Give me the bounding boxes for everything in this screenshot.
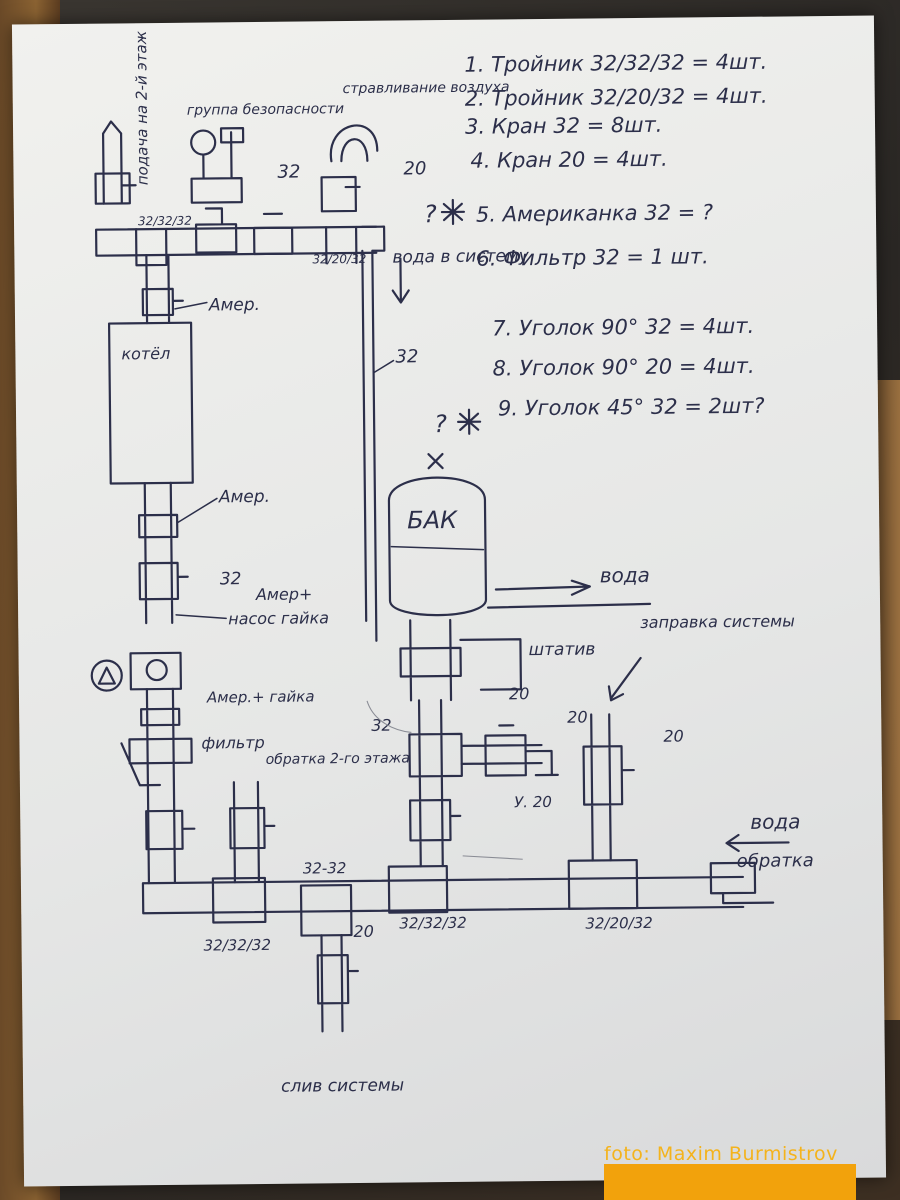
label-dim-32-left: 32	[371, 716, 392, 735]
tee-top-right	[324, 225, 358, 265]
pump-symbol-triangle	[97, 666, 116, 685]
label-amer-nut: Амер+	[255, 584, 313, 604]
tee-bottom-mid	[299, 883, 353, 937]
bottom-header	[141, 875, 745, 915]
list-item-7: 7. Уголок 90° 32 = 4шт.	[492, 314, 754, 341]
label-tee-bottom-right: 32/20/32	[585, 914, 653, 933]
question-mark-1: ?	[424, 200, 437, 228]
fill-pipe	[582, 713, 635, 862]
label-dim-32-top: 32	[277, 162, 300, 183]
label-dim-20-valve: 20	[567, 708, 588, 727]
label-return-2nd: обратка 2-го этажа	[266, 750, 410, 768]
list-item-2: 2. Тройник 32/20/32 = 4шт.	[465, 84, 768, 111]
pump-body	[129, 651, 183, 691]
list-item-5: 5. Американка 32 = ?	[476, 200, 713, 226]
list-item-3: 3. Кран 32 = 8шт.	[465, 113, 663, 139]
valve-20-top	[320, 175, 361, 213]
parts-list: 1. Тройник 32/32/32 = 4шт. 2. Тройник 32…	[424, 50, 768, 439]
tank-bottom-pipe	[408, 698, 463, 868]
label-amer-2: Амер.	[218, 487, 270, 508]
list-item-9: 9. Уголок 45° 32 = 2шт?	[498, 394, 765, 421]
riser-pipe	[360, 225, 386, 642]
arrow-down	[391, 257, 410, 304]
valve-left-bottom	[145, 809, 196, 851]
pencil-guides	[366, 700, 523, 860]
label-amer-nut-2: Амер.+ гайка	[206, 687, 315, 706]
corner-20	[524, 749, 559, 777]
supply-pipe	[101, 120, 123, 205]
tank-connection	[399, 618, 462, 702]
supply-valve	[94, 172, 137, 205]
return-2nd-pipe	[229, 780, 276, 884]
safety-group-body	[190, 127, 245, 204]
leader-amer-2	[176, 497, 218, 524]
tee-top-left	[134, 227, 168, 267]
label-stand: штатив	[528, 639, 595, 660]
list-item-1: 1. Тройник 32/32/32 = 4шт.	[464, 50, 767, 77]
tank-top-valve	[427, 452, 444, 470]
tee-bottom-left	[211, 876, 267, 924]
paper-sheet: 1. Тройник 32/32/32 = 4шт. 2. Тройник 32…	[11, 15, 887, 1187]
label-corner-20: У. 20	[514, 793, 552, 811]
valve-32-top	[252, 212, 294, 256]
asterisk-1	[440, 198, 466, 226]
list-item-8: 8. Уголок 90° 20 = 4шт.	[492, 354, 754, 381]
label-tee-bottom-left: 32/32/32	[204, 936, 272, 955]
label-pump-nut: насос гайка	[228, 608, 329, 628]
label-amer-1: Амер.	[208, 295, 260, 316]
tank	[387, 476, 488, 617]
list-item-6: 6. Фильтр 32 = 1 шт.	[476, 244, 709, 270]
label-water-to-system: вода в систему	[392, 246, 530, 267]
tee-bottom-center	[387, 864, 449, 914]
leader-amer-1	[174, 301, 208, 310]
label-tee-top-left: 32/32/32	[138, 214, 192, 229]
label-drain: слив системы	[281, 1075, 404, 1096]
leader-pump	[175, 614, 227, 620]
watermark-bar	[604, 1164, 856, 1200]
pump-symbol	[90, 659, 123, 692]
leader-32-mid	[372, 359, 395, 374]
tee-bottom-right	[567, 858, 639, 910]
label-return: обратка	[737, 850, 814, 872]
label-tank: БАК	[407, 506, 458, 535]
label-pipe-32-mid: 32	[395, 346, 418, 367]
valve-return-right	[709, 861, 775, 905]
plumbing-sketch: 1. Тройник 32/32/32 = 4шт. 2. Тройник 32…	[90, 30, 814, 1097]
label-air-bleed: стравливание воздуха	[343, 79, 510, 97]
label-filter: фильтр	[201, 733, 264, 753]
pipe-to-boiler	[141, 253, 184, 325]
boiler	[107, 321, 194, 485]
return-arrow	[725, 833, 790, 853]
watermark-text: foto: Maxim Burmistrov	[604, 1143, 838, 1165]
pressure-gauge	[190, 129, 217, 156]
air-bleed-coil	[329, 124, 379, 163]
label-water-return: вода	[750, 809, 800, 834]
tank-divider	[390, 545, 485, 551]
label-tee-32-32: 32-32	[303, 859, 347, 877]
filter-body	[120, 737, 193, 787]
safety-valve-32	[194, 207, 238, 254]
label-dim-20-top: 20	[403, 158, 426, 179]
label-dim-32-pump: 32	[220, 569, 242, 589]
pipe-below-boiler	[137, 481, 189, 625]
asterisk-2	[457, 408, 482, 435]
label-tee-bottom-mid: 32/32/32	[399, 914, 467, 933]
label-dim-20-drain: 20	[353, 922, 374, 941]
side-valve	[460, 724, 543, 777]
water-out-pipe	[486, 579, 652, 609]
stand	[459, 638, 523, 691]
list-item-4: 4. Кран 20 = 4шт.	[470, 147, 668, 173]
question-mark-2: ?	[434, 410, 447, 438]
label-system-fill: заправка системы	[640, 611, 795, 632]
label-supply-floor: подача на 2-й этаж	[132, 30, 152, 185]
pump-circle	[145, 658, 168, 682]
label-safety-group: группа безопасности	[187, 101, 344, 119]
label-dim-20-fill: 20	[663, 727, 684, 746]
drain-pipe	[316, 934, 359, 1033]
label-boiler: котёл	[121, 344, 170, 364]
fill-arrow	[607, 656, 642, 702]
label-dim-20-stand: 20	[509, 684, 530, 703]
label-water-out: вода	[600, 563, 650, 588]
